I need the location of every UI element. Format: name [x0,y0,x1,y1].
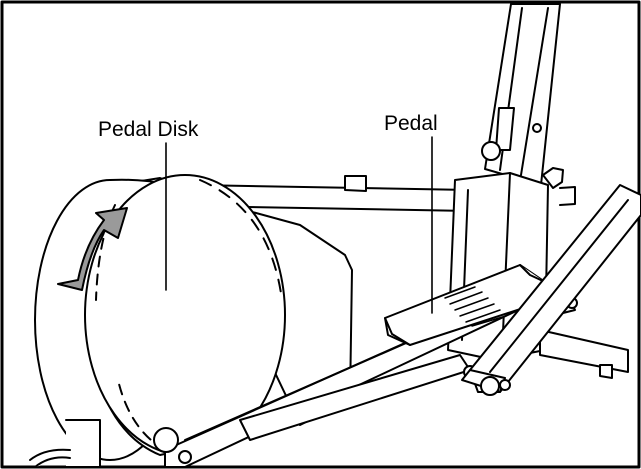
pedal-disk [34,174,286,461]
upright-post [481,3,564,189]
pedal [384,264,555,346]
rotation-arrow-icon [57,207,128,291]
disk-base [29,419,101,468]
pedal-disk-label: Pedal Disk [98,118,199,141]
pedal-label: Pedal [384,112,438,135]
handle-bar [461,184,641,396]
